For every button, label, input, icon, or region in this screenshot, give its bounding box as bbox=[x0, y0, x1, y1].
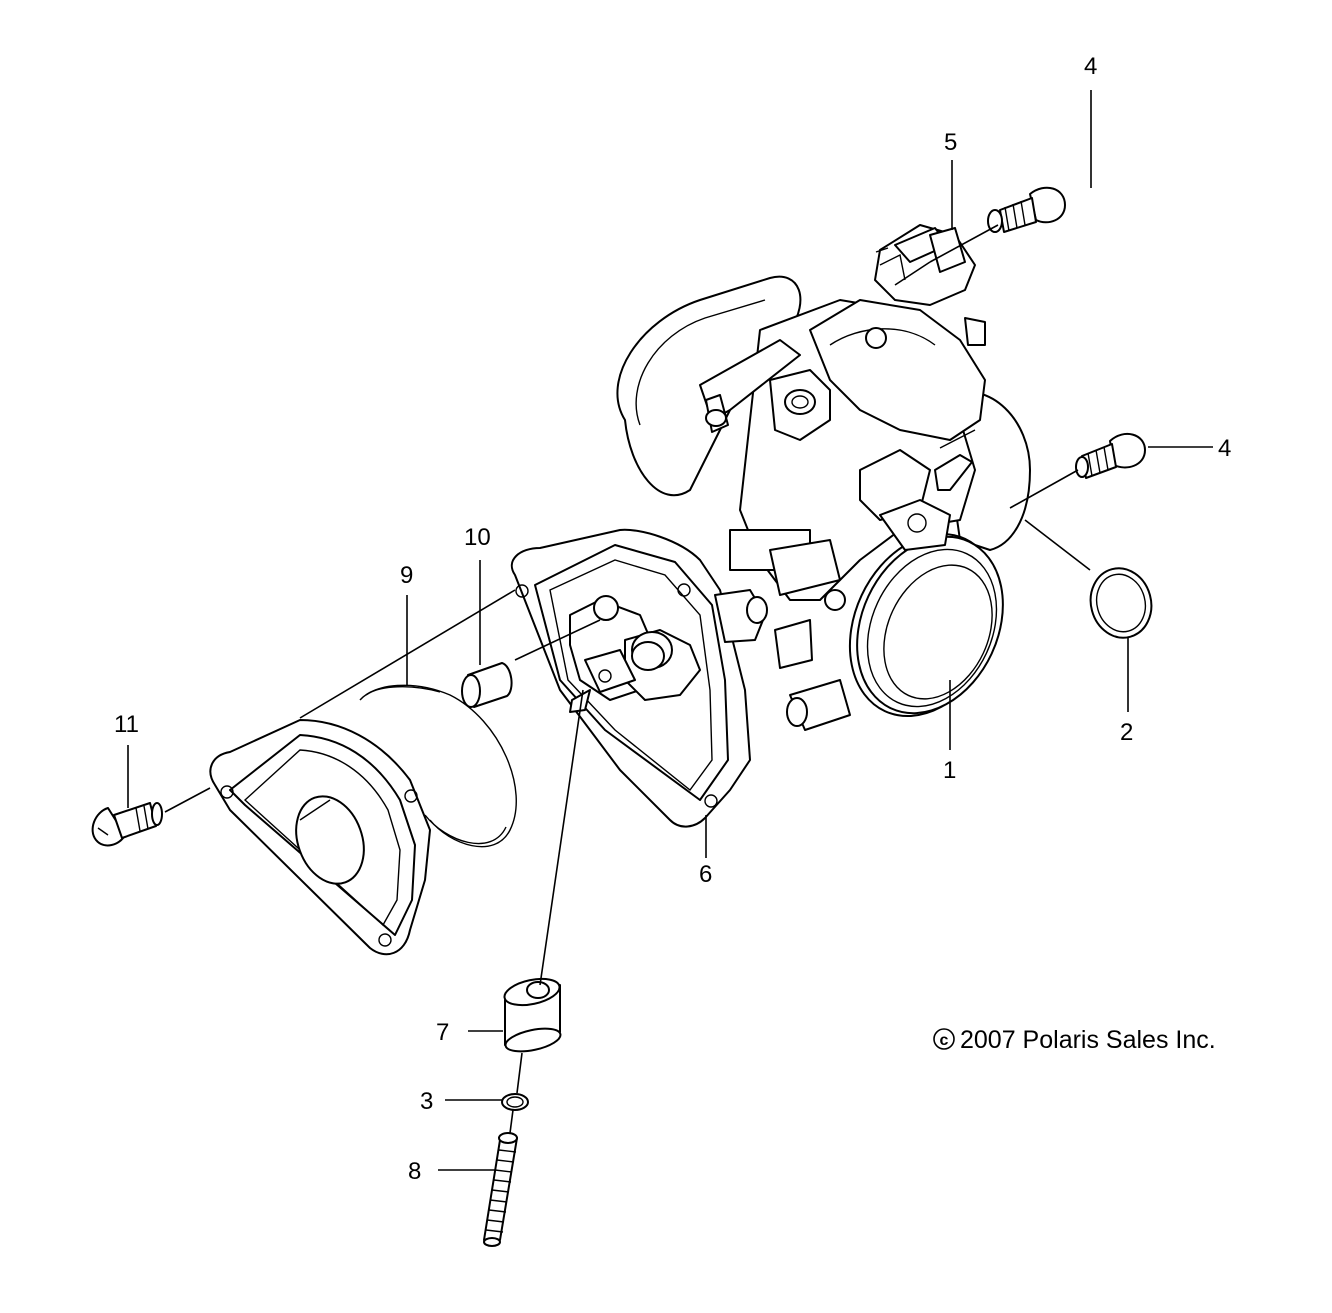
copyright-symbol-circle bbox=[933, 1028, 955, 1050]
cover-screw bbox=[91, 802, 163, 847]
callout-2: 2 bbox=[1120, 719, 1133, 746]
screw-right bbox=[1075, 432, 1146, 479]
o-ring-large bbox=[1089, 567, 1153, 639]
callout-10: 10 bbox=[464, 524, 491, 551]
cover-plate bbox=[209, 719, 431, 956]
screw-upper bbox=[987, 186, 1066, 233]
spacer bbox=[503, 977, 562, 1053]
callout-7: 7 bbox=[436, 1019, 449, 1046]
callout-1: 1 bbox=[943, 757, 956, 784]
callout-labels: 4 5 4 10 9 2 11 1 6 7 3 8 bbox=[114, 53, 1231, 1185]
callout-9: 9 bbox=[400, 562, 413, 589]
callout-4-right: 4 bbox=[1218, 435, 1231, 462]
callout-6: 6 bbox=[699, 861, 712, 888]
plunger bbox=[461, 662, 513, 708]
callout-3: 3 bbox=[420, 1088, 433, 1115]
adjust-screw bbox=[483, 1132, 518, 1247]
callout-4-upper: 4 bbox=[1084, 53, 1097, 80]
copyright-notice: c 2007 Polaris Sales Inc. bbox=[933, 1026, 1216, 1054]
leader-lines bbox=[127, 90, 1213, 1171]
idle-air-housing bbox=[510, 528, 768, 828]
callout-8: 8 bbox=[408, 1158, 421, 1185]
throttle-body-assembly bbox=[616, 275, 1031, 731]
copyright-text: 2007 Polaris Sales Inc. bbox=[960, 1026, 1216, 1054]
o-ring-cover bbox=[359, 684, 517, 848]
washer bbox=[501, 1093, 529, 1111]
callout-5: 5 bbox=[944, 129, 957, 156]
copyright-symbol: c bbox=[940, 1032, 949, 1049]
callout-11: 11 bbox=[114, 711, 139, 738]
